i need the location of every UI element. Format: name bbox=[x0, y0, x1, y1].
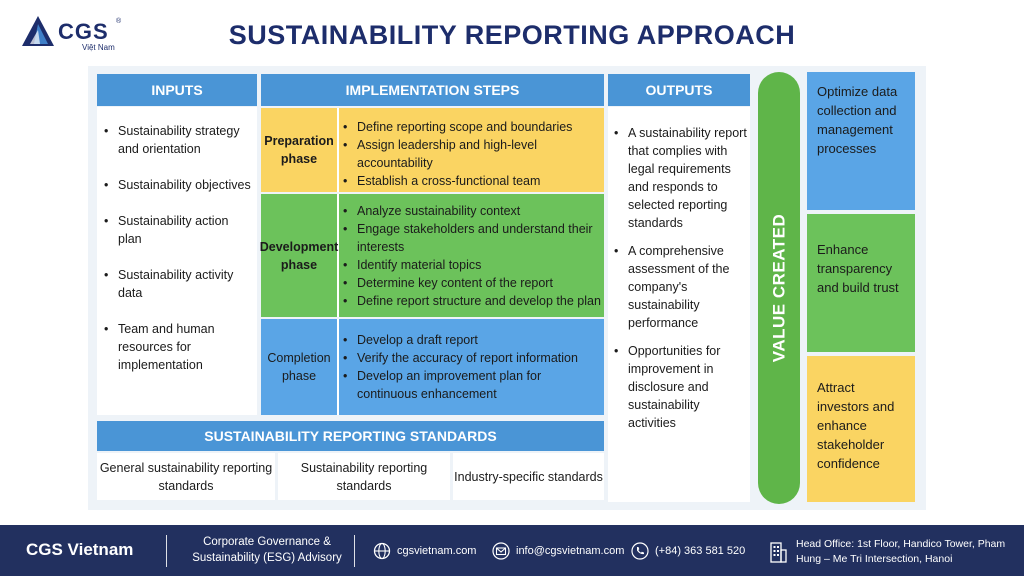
cgs-logo: CGS ® Việt Nam bbox=[20, 14, 124, 52]
phase-items: Analyze sustainability context Engage st… bbox=[343, 194, 604, 317]
phase-completion: Completion phase Develop a draft report … bbox=[261, 319, 604, 415]
phase-items: Develop a draft report Verify the accura… bbox=[343, 319, 604, 415]
phase-item: Engage stakeholders and understand their… bbox=[343, 220, 604, 256]
phase-preparation: Preparation phase Define reporting scope… bbox=[261, 108, 604, 192]
value-created-label-wrap: VALUE CREATED bbox=[758, 72, 800, 504]
globe-icon bbox=[373, 542, 391, 560]
footer-divider bbox=[166, 535, 167, 567]
outputs-header: OUTPUTS bbox=[608, 74, 750, 106]
outputs-item: A comprehensive assessment of the compan… bbox=[614, 242, 748, 332]
logo-brand: CGS bbox=[58, 19, 109, 44]
standards-header: SUSTAINABILITY REPORTING STANDARDS bbox=[97, 421, 604, 451]
outputs-item: A sustainability report that complies wi… bbox=[614, 124, 748, 232]
phase-item: Assign leadership and high-level account… bbox=[343, 136, 604, 172]
phase-label: Preparation phase bbox=[261, 108, 339, 192]
phase-items: Define reporting scope and boundaries As… bbox=[343, 108, 604, 192]
footer-divider bbox=[354, 535, 355, 567]
phase-label: Completion phase bbox=[261, 319, 339, 415]
inputs-item: Sustainability strategy and orientation bbox=[104, 122, 252, 158]
footer-office: Head Office: 1st Floor, Handico Tower, P… bbox=[768, 537, 1006, 567]
value-created-pill bbox=[758, 72, 800, 504]
footer-phone[interactable]: (+84) 363 581 520 bbox=[631, 541, 745, 561]
value-created-label: VALUE CREATED bbox=[769, 213, 788, 363]
inputs-list: Sustainability strategy and orientation … bbox=[104, 122, 252, 374]
phone-icon bbox=[631, 542, 649, 560]
footer-bar: CGS Vietnam Corporate Governance & Susta… bbox=[0, 525, 1024, 576]
phase-item: Determine key content of the report bbox=[343, 274, 604, 292]
inputs-item: Sustainability action plan bbox=[104, 212, 252, 248]
footer-office-text: Head Office: 1st Floor, Handico Tower, P… bbox=[796, 538, 1006, 565]
inputs-item: Sustainability objectives bbox=[104, 176, 252, 194]
footer-email-text: info@cgsvietnam.com bbox=[516, 545, 625, 557]
phase-item: Verify the accuracy of report informatio… bbox=[343, 349, 604, 367]
standards-item: Industry-specific standards bbox=[453, 453, 604, 500]
steps-header: IMPLEMENTATION STEPS bbox=[261, 74, 604, 106]
footer-website[interactable]: cgsvietnam.com bbox=[373, 541, 476, 561]
inputs-header: INPUTS bbox=[97, 74, 257, 106]
phase-item: Establish a cross-functional team bbox=[343, 172, 604, 190]
value-box-transparency: Enhance transparency and build trust bbox=[807, 214, 915, 352]
phase-development: Development phase Analyze sustainability… bbox=[260, 194, 604, 317]
phase-item: Identify material topics bbox=[343, 256, 604, 274]
outputs-item: Opportunities for improvement in disclos… bbox=[614, 342, 748, 432]
footer-description: Corporate Governance & Sustainability (E… bbox=[192, 536, 342, 564]
logo-registered: ® bbox=[116, 18, 122, 25]
standards-item: Sustainability reporting standards bbox=[278, 453, 450, 500]
phase-item: Define reporting scope and boundaries bbox=[343, 118, 604, 136]
phase-label: Development phase bbox=[260, 194, 339, 317]
phase-item: Develop an improvement plan for continuo… bbox=[343, 367, 604, 403]
outputs-list: A sustainability report that complies wi… bbox=[614, 124, 748, 432]
email-icon bbox=[492, 542, 510, 560]
footer-phone-text: (+84) 363 581 520 bbox=[655, 545, 746, 557]
standards-item: General sustainability reporting standar… bbox=[97, 453, 275, 500]
value-box-data: Optimize data collection and management … bbox=[807, 72, 915, 210]
inputs-item: Team and human resources for implementat… bbox=[104, 320, 252, 374]
value-box-investors: Attract investors and enhance stakeholde… bbox=[807, 356, 915, 502]
footer-company-name: CGS Vietnam bbox=[26, 540, 134, 559]
building-icon bbox=[770, 542, 787, 563]
cgs-logo-mark-icon bbox=[22, 16, 54, 46]
page-title: SUSTAINABILITY REPORTING APPROACH bbox=[228, 20, 796, 50]
footer-website-text: cgsvietnam.com bbox=[397, 545, 477, 557]
footer-email[interactable]: info@cgsvietnam.com bbox=[492, 541, 624, 561]
phase-item: Develop a draft report bbox=[343, 331, 604, 349]
inputs-item: Sustainability activity data bbox=[104, 266, 252, 302]
phase-item: Define report structure and develop the … bbox=[343, 292, 604, 310]
phase-item: Analyze sustainability context bbox=[343, 202, 604, 220]
logo-subtitle: Việt Nam bbox=[82, 43, 115, 52]
